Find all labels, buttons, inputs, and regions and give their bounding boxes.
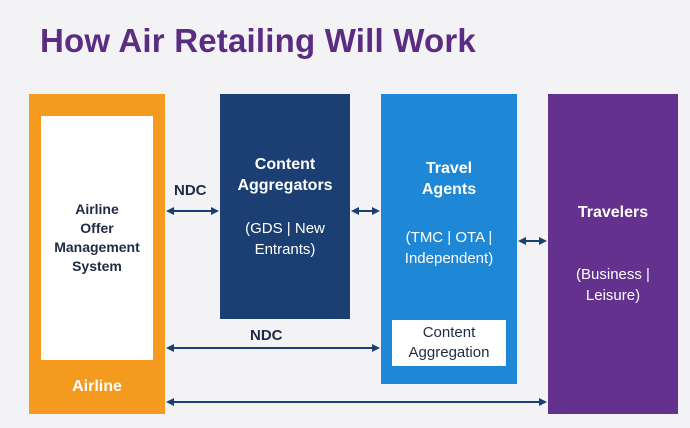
airline-label: Airline <box>72 378 122 395</box>
travelers-title: Travelers <box>577 204 649 221</box>
offer-management-system-box: Airline Offer Management System <box>41 116 153 360</box>
content-aggregators-title: Content Aggregators <box>237 156 333 194</box>
travel-agents-subtitle: (TMC | OTA | Independent) <box>404 229 494 267</box>
travelers-subtitle: (Business | Leisure) <box>576 266 650 304</box>
page-title: How Air Retailing Will Work <box>40 22 476 59</box>
travel-agents-title: Travel Agents <box>421 160 477 198</box>
travelers-box: Travelers (Business | Leisure) <box>548 94 678 414</box>
content-aggregators-subtitle: (GDS | New Entrants) <box>245 220 325 258</box>
content-aggregation-box: Content Aggregation <box>392 320 506 366</box>
airline-box: Airline Offer Management System Airline <box>29 94 165 414</box>
offer-management-system-label: Airline Offer Management System <box>54 201 140 274</box>
content-aggregators-box: Content Aggregators (GDS | New Entrants) <box>220 94 350 319</box>
ndc-label-top: NDC <box>174 182 207 199</box>
ndc-label-bottom: NDC <box>250 327 283 344</box>
travel-agents-box: Travel Agents (TMC | OTA | Independent) … <box>381 94 517 384</box>
